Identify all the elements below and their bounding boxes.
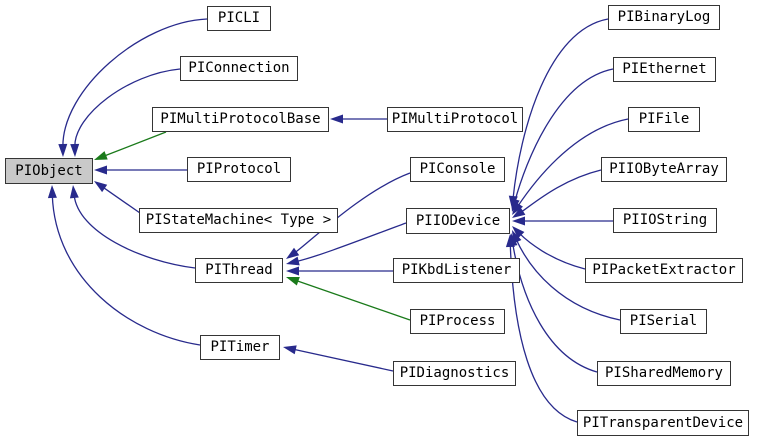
arrowhead-PIMultiProtocolBase-PIObject [94,151,108,160]
arrowhead-PITimer-PIObject [47,185,57,199]
class-node-label: PISerial [629,313,698,329]
class-node-label: PIObject [15,163,83,179]
class-node-PISerial[interactable]: PISerial [620,309,707,334]
class-node-PIStateMachine[interactable]: PIStateMachine< Type > [139,208,338,233]
class-node-label: PIProcess [419,313,496,329]
class-node-PIMultiProtocolBase[interactable]: PIMultiProtocolBase [152,107,329,132]
arrowhead-PIDiagnostics-PITimer [283,345,297,355]
class-node-PIProcess[interactable]: PIProcess [410,309,505,334]
arrowhead-PISerial-PIIODevice [512,230,522,244]
class-node-PIObject: PIObject [5,158,93,184]
class-node-label: PIIODevice [415,213,501,229]
class-node-label: PITransparentDevice [582,415,744,431]
class-node-label: PIPacketExtractor [592,262,736,278]
class-node-PIProtocol[interactable]: PIProtocol [187,157,291,182]
class-node-label: PIFile [638,111,690,127]
arrowhead-PIIODevice-PIThread [286,256,300,266]
class-node-PIEthernet[interactable]: PIEthernet [613,57,716,82]
class-node-PIKbdListener[interactable]: PIKbdListener [393,258,520,283]
class-node-label: PIEthernet [622,61,707,77]
class-node-PIConsole[interactable]: PIConsole [410,157,505,182]
arrowhead-PIProtocol-PIObject [94,165,107,175]
class-node-PISharedMemory[interactable]: PISharedMemory [597,361,731,386]
class-node-label: PIIOString [622,212,708,228]
arrowhead-PIKbdListener-PIThread [286,266,299,276]
class-node-label: PIMultiProtocol [391,111,519,127]
class-node-label: PIConsole [419,161,496,177]
arrowhead-PIMultiProtocol-PIMultiProtocolBase [330,114,343,124]
edge-PIIOByteArray-PIIODevice [520,169,602,214]
class-node-label: PIBinaryLog [617,9,711,25]
class-node-label: PIIOByteArray [609,161,719,177]
class-node-PIIOString[interactable]: PIIOString [613,208,717,233]
class-node-label: PIProtocol [196,161,282,177]
class-node-PIPacketExtractor[interactable]: PIPacketExtractor [585,258,743,283]
class-node-label: PIKbdListener [401,262,512,278]
class-node-label: PISharedMemory [604,365,723,381]
class-node-PIBinaryLog[interactable]: PIBinaryLog [608,5,720,30]
class-node-PITransparentDevice[interactable]: PITransparentDevice [577,410,749,436]
arrowhead-PITransparentDevice-PIIODevice [505,234,515,248]
edge-PIMultiProtocolBase-PIObject [103,131,167,158]
edge-PIBinaryLog-PIIODevice [512,18,609,200]
arrowhead-PIBinaryLog-PIIODevice [508,195,518,209]
arrowhead-PIThread-PIObject [69,185,79,199]
arrowhead-PIProcess-PIThread [286,277,300,286]
class-node-PIDiagnostics[interactable]: PIDiagnostics [393,361,516,386]
arrowhead-PIStateMachine-PIObject [94,181,108,193]
arrowhead-PIIOString-PIIODevice [512,216,525,226]
class-node-PIMultiProtocol[interactable]: PIMultiProtocol [387,107,523,132]
arrowhead-PICLI-PIObject [58,143,68,157]
class-node-label: PITimer [210,339,270,355]
arrowhead-PIEthernet-PIIODevice [511,198,520,212]
arrowhead-PIIOByteArray-PIIODevice [512,207,526,218]
arrowhead-PIConsole-PIThread [286,247,300,259]
arrowhead-PISharedMemory-PIIODevice [508,233,518,247]
class-node-PIConnection[interactable]: PIConnection [180,56,298,81]
class-node-label: PIStateMachine< Type > [145,212,332,228]
class-node-label: PIDiagnostics [399,365,510,381]
edge-PIStateMachine-PIObject [101,186,141,214]
class-node-label: PIConnection [188,60,290,76]
class-node-PIFile[interactable]: PIFile [628,107,700,132]
arrowhead-PIFile-PIIODevice [512,201,523,215]
class-node-PICLI[interactable]: PICLI [207,6,271,31]
edge-PIEthernet-PIIODevice [513,68,614,203]
class-node-PIThread[interactable]: PIThread [195,258,283,283]
edge-PIPacketExtractor-PIIODevice [518,232,586,270]
edge-PITransparentDevice-PIIODevice [509,243,578,423]
class-node-label: PIThread [205,262,273,278]
arrowhead-PIPacketExtractor-PIIODevice [512,226,525,239]
class-node-label: PICLI [217,10,261,26]
class-node-PIIOByteArray[interactable]: PIIOByteArray [601,157,727,182]
class-node-PIIODevice[interactable]: PIIODevice [406,208,510,234]
edge-PIProcess-PIThread [295,279,411,321]
edge-PIDiagnostics-PITimer [292,348,394,372]
class-node-label: PIMultiProtocolBase [160,111,321,127]
arrowhead-PIConnection-PIObject [70,143,80,157]
class-node-PITimer[interactable]: PITimer [200,335,280,360]
